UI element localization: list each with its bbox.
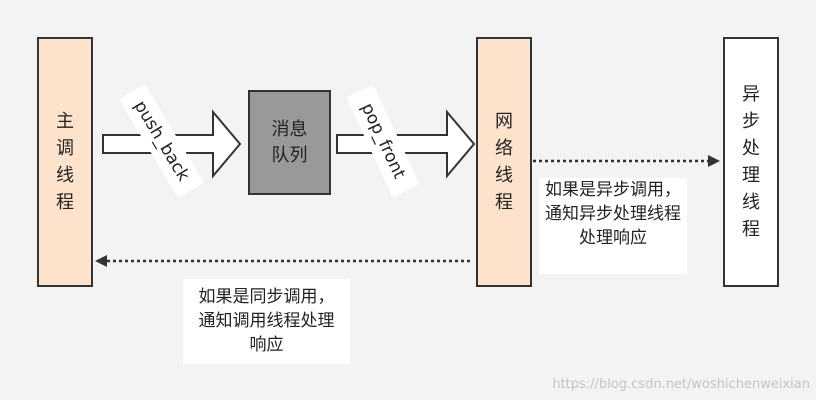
message-queue-node: 消息队列 [248, 90, 331, 195]
sync-arrowhead [95, 255, 107, 267]
async-callback-note: 如果是异步调用，通知异步处理线程处理响应 [539, 178, 687, 274]
async-thread-node: 异步处理线程 [723, 37, 779, 287]
main-thread-label: 主调线程 [56, 111, 74, 213]
main-thread-node: 主调线程 [37, 37, 93, 287]
pop-arrow [336, 109, 476, 179]
async-arrowhead [708, 155, 720, 167]
watermark: https://blog.csdn.net/woshichenweixian [552, 377, 810, 392]
network-thread-label: 网络线程 [495, 111, 513, 213]
sync-callback-note: 如果是同步调用，通知调用线程处理响应 [183, 279, 350, 364]
message-queue-label: 消息队列 [271, 118, 308, 166]
network-thread-node: 网络线程 [476, 37, 532, 287]
async-thread-label: 异步处理线程 [742, 84, 760, 240]
